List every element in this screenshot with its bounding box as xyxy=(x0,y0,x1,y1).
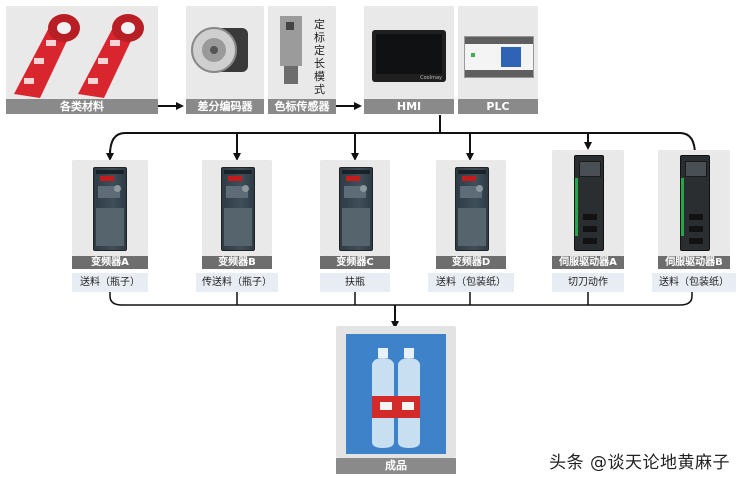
collector-bus xyxy=(109,292,693,306)
vfd-c-function: 扶瓶 xyxy=(320,273,390,292)
product-caption: 成品 xyxy=(336,458,456,474)
vfd-d-image xyxy=(436,160,506,256)
vfd-c-drive xyxy=(339,167,373,251)
servo-b-function: 送料（包装纸） xyxy=(652,273,736,292)
plc-image xyxy=(458,6,538,99)
encoder-image xyxy=(186,6,264,99)
servo-a-image xyxy=(552,150,624,256)
label-rolls-illustration xyxy=(6,6,158,99)
plc-terminals-top xyxy=(465,37,533,44)
servo-a-caption: 伺服驱动器A xyxy=(552,256,624,269)
vfd-a-drive xyxy=(93,167,127,251)
vfd-a-image xyxy=(72,160,148,256)
color-sensor-caption: 色标传感器 xyxy=(268,99,336,114)
plc-terminals-bottom xyxy=(465,70,533,77)
encoder-caption: 差分编码器 xyxy=(186,99,264,114)
vfd-a-caption: 变频器A xyxy=(72,256,148,269)
hmi-caption: HMI xyxy=(364,99,454,114)
servo-a-drive xyxy=(574,155,604,251)
sensor-mode-text: 定标定长模式 xyxy=(314,18,325,96)
servo-b-drive xyxy=(680,155,710,251)
distribution-bus xyxy=(109,132,696,156)
color-sensor-image: 定标定长模式 xyxy=(268,6,336,99)
hmi-image: Coolmay xyxy=(364,6,454,99)
watermark-text: 头条 @谈天论地黄麻子 xyxy=(549,453,730,473)
vfd-c-image xyxy=(320,160,390,256)
hmi-frame: Coolmay xyxy=(372,30,446,82)
vfd-b-caption: 变频器B xyxy=(202,256,272,269)
plc-led xyxy=(471,53,475,57)
materials-image xyxy=(6,6,158,99)
encoder-illustration xyxy=(191,27,248,73)
vfd-d-drive xyxy=(455,167,489,251)
color-sensor-illustration xyxy=(280,16,302,84)
hmi-screen xyxy=(376,34,442,74)
product-photo xyxy=(346,334,446,454)
plc-caption: PLC xyxy=(458,99,538,114)
servo-a-function: 切刀动作 xyxy=(552,273,624,292)
water-bottles-illustration xyxy=(372,348,420,448)
vfd-b-image xyxy=(202,160,272,256)
servo-b-image xyxy=(658,150,730,256)
plc-body xyxy=(464,36,534,78)
vfd-b-drive xyxy=(221,167,255,251)
hmi-brand: Coolmay xyxy=(420,75,442,81)
plc-panel xyxy=(501,47,521,67)
vfd-d-caption: 变频器D xyxy=(436,256,506,269)
servo-b-caption: 伺服驱动器B xyxy=(658,256,730,269)
vfd-a-function: 送料（瓶子） xyxy=(72,273,148,292)
vfd-c-caption: 变频器C xyxy=(320,256,390,269)
product-image xyxy=(336,326,456,458)
materials-caption: 各类材料 xyxy=(6,99,158,114)
vfd-b-function: 传送料（瓶子） xyxy=(196,273,278,292)
vfd-d-function: 送料（包装纸） xyxy=(428,273,514,292)
